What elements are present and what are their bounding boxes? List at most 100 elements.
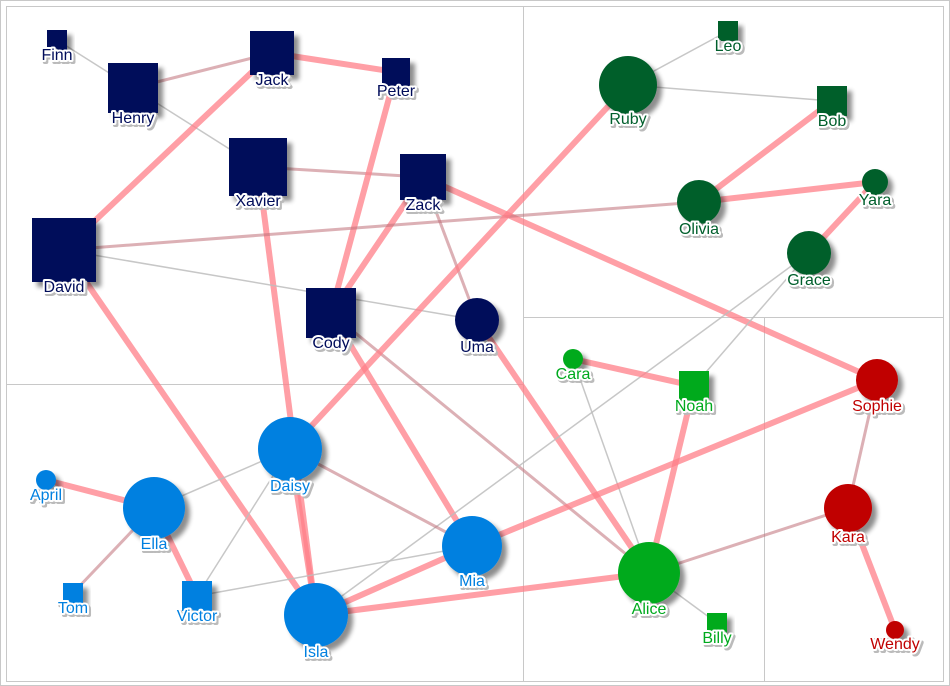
node-leo[interactable] xyxy=(718,21,738,41)
node-label-shadow: Cody xyxy=(314,337,351,354)
node-label-tom: Tom xyxy=(58,600,88,617)
node-label-david: David xyxy=(44,279,85,296)
node-label-yara: Yara xyxy=(859,192,892,209)
node-xavier[interactable] xyxy=(229,138,287,196)
edge-peter-cody xyxy=(328,71,399,314)
node-label-uma: Uma xyxy=(460,339,494,356)
node-label-olivia: Olivia xyxy=(679,221,719,238)
node-label-shadow: David xyxy=(46,281,87,298)
node-label-wendy: Wendy xyxy=(870,636,920,653)
node-label-shadow: Xavier xyxy=(237,195,283,212)
node-label-victor: Victor xyxy=(177,608,218,625)
edge-alice-isla xyxy=(315,570,650,618)
node-label-zack: Zack xyxy=(406,197,442,214)
node-finn[interactable] xyxy=(47,30,67,50)
edge-cody-mia xyxy=(328,311,475,548)
edge-sophie-mia xyxy=(470,377,879,549)
node-label-shadow: Isla xyxy=(306,646,331,663)
edge-uma-alice xyxy=(474,318,652,575)
node-olivia[interactable] xyxy=(677,180,721,224)
node-label-shadow: Ella xyxy=(143,538,170,555)
node-cody[interactable] xyxy=(306,288,356,338)
node-label-shadow: Zack xyxy=(408,199,444,216)
edge-grace-noah xyxy=(693,252,810,387)
edge-victor-mia xyxy=(196,545,473,597)
edge-zack-uma xyxy=(421,176,479,321)
node-label-shadow: Olivia xyxy=(681,223,721,240)
edge-cara-noah xyxy=(572,356,695,389)
node-noah[interactable] xyxy=(679,371,709,401)
nodes-layer xyxy=(32,21,904,647)
edge-david-isla xyxy=(61,248,319,617)
node-label-peter: Peter xyxy=(377,83,416,100)
node-cara[interactable] xyxy=(563,349,583,369)
edge-ruby-daisy xyxy=(287,82,631,452)
node-label-shadow: Victor xyxy=(179,610,220,627)
node-daisy[interactable] xyxy=(258,417,322,481)
edge-david-olivia xyxy=(63,200,700,252)
node-label-shadow: Kara xyxy=(833,531,867,548)
edge-daisy-mia xyxy=(289,447,473,548)
inner-frame xyxy=(6,6,944,682)
node-uma[interactable] xyxy=(455,298,499,342)
node-label-daisy: Daisy xyxy=(270,478,310,495)
edge-ruby-bob xyxy=(627,84,833,102)
node-label-shadow: Billy xyxy=(704,632,733,649)
node-grace[interactable] xyxy=(787,231,831,275)
edge-bob-olivia xyxy=(697,98,834,205)
node-label-mia: Mia xyxy=(459,573,485,590)
node-david[interactable] xyxy=(32,218,96,282)
node-label-kara: Kara xyxy=(831,529,865,546)
edge-olivia-yara xyxy=(698,179,876,205)
edge-grace-isla xyxy=(315,252,810,616)
node-label-shadow: Uma xyxy=(462,341,496,358)
node-kara[interactable] xyxy=(824,484,872,532)
node-peter[interactable] xyxy=(382,58,410,86)
node-label-shadow: Henry xyxy=(114,112,157,129)
node-label-alice: Alice xyxy=(632,601,667,618)
edge-cody-alice xyxy=(330,311,650,575)
node-label-xavier: Xavier xyxy=(235,193,281,210)
node-tom[interactable] xyxy=(63,583,83,603)
edge-cara-alice xyxy=(572,358,650,574)
edge-alice-kara xyxy=(648,506,849,575)
edge-zack-sophie xyxy=(421,174,879,383)
node-label-shadow: April xyxy=(32,489,64,506)
node-alice[interactable] xyxy=(618,542,680,604)
node-label-henry: Henry xyxy=(112,110,155,127)
node-label-cara: Cara xyxy=(556,366,591,383)
node-label-ella: Ella xyxy=(141,536,168,553)
node-isla[interactable] xyxy=(284,583,348,647)
node-label-shadow: Peter xyxy=(379,85,418,102)
node-label-isla: Isla xyxy=(304,644,329,661)
group-partition-lines xyxy=(6,6,944,682)
node-label-shadow: Bob xyxy=(820,115,849,132)
node-bob[interactable] xyxy=(817,86,847,116)
node-yara[interactable] xyxy=(862,169,888,195)
node-ruby[interactable] xyxy=(599,56,657,114)
node-april[interactable] xyxy=(36,470,56,490)
node-label-ruby: Ruby xyxy=(609,111,646,128)
edge-noah-alice xyxy=(646,385,697,574)
node-label-shadow: Ruby xyxy=(611,113,648,130)
node-jack[interactable] xyxy=(250,31,294,75)
node-label-shadow: Sophie xyxy=(854,400,904,417)
node-victor[interactable] xyxy=(182,581,212,611)
edge-david-uma xyxy=(63,249,478,321)
node-zack[interactable] xyxy=(400,154,446,200)
node-label-jack: Jack xyxy=(256,72,290,89)
node-sophie[interactable] xyxy=(856,359,898,401)
node-label-shadow: Yara xyxy=(861,194,894,211)
node-label-shadow: Tom xyxy=(60,602,90,619)
node-ella[interactable] xyxy=(123,477,185,539)
node-label-cody: Cody xyxy=(312,335,349,352)
node-label-shadow: Cara xyxy=(558,368,593,385)
labels-layer: FinnFinnHenryHenryJackJackPeterPeterXavi… xyxy=(28,36,924,665)
node-wendy[interactable] xyxy=(886,621,904,639)
node-label-leo: Leo xyxy=(715,38,742,55)
node-henry[interactable] xyxy=(108,63,158,113)
node-mia[interactable] xyxy=(442,516,502,576)
node-billy[interactable] xyxy=(707,613,727,633)
node-label-shadow: Leo xyxy=(717,40,744,57)
